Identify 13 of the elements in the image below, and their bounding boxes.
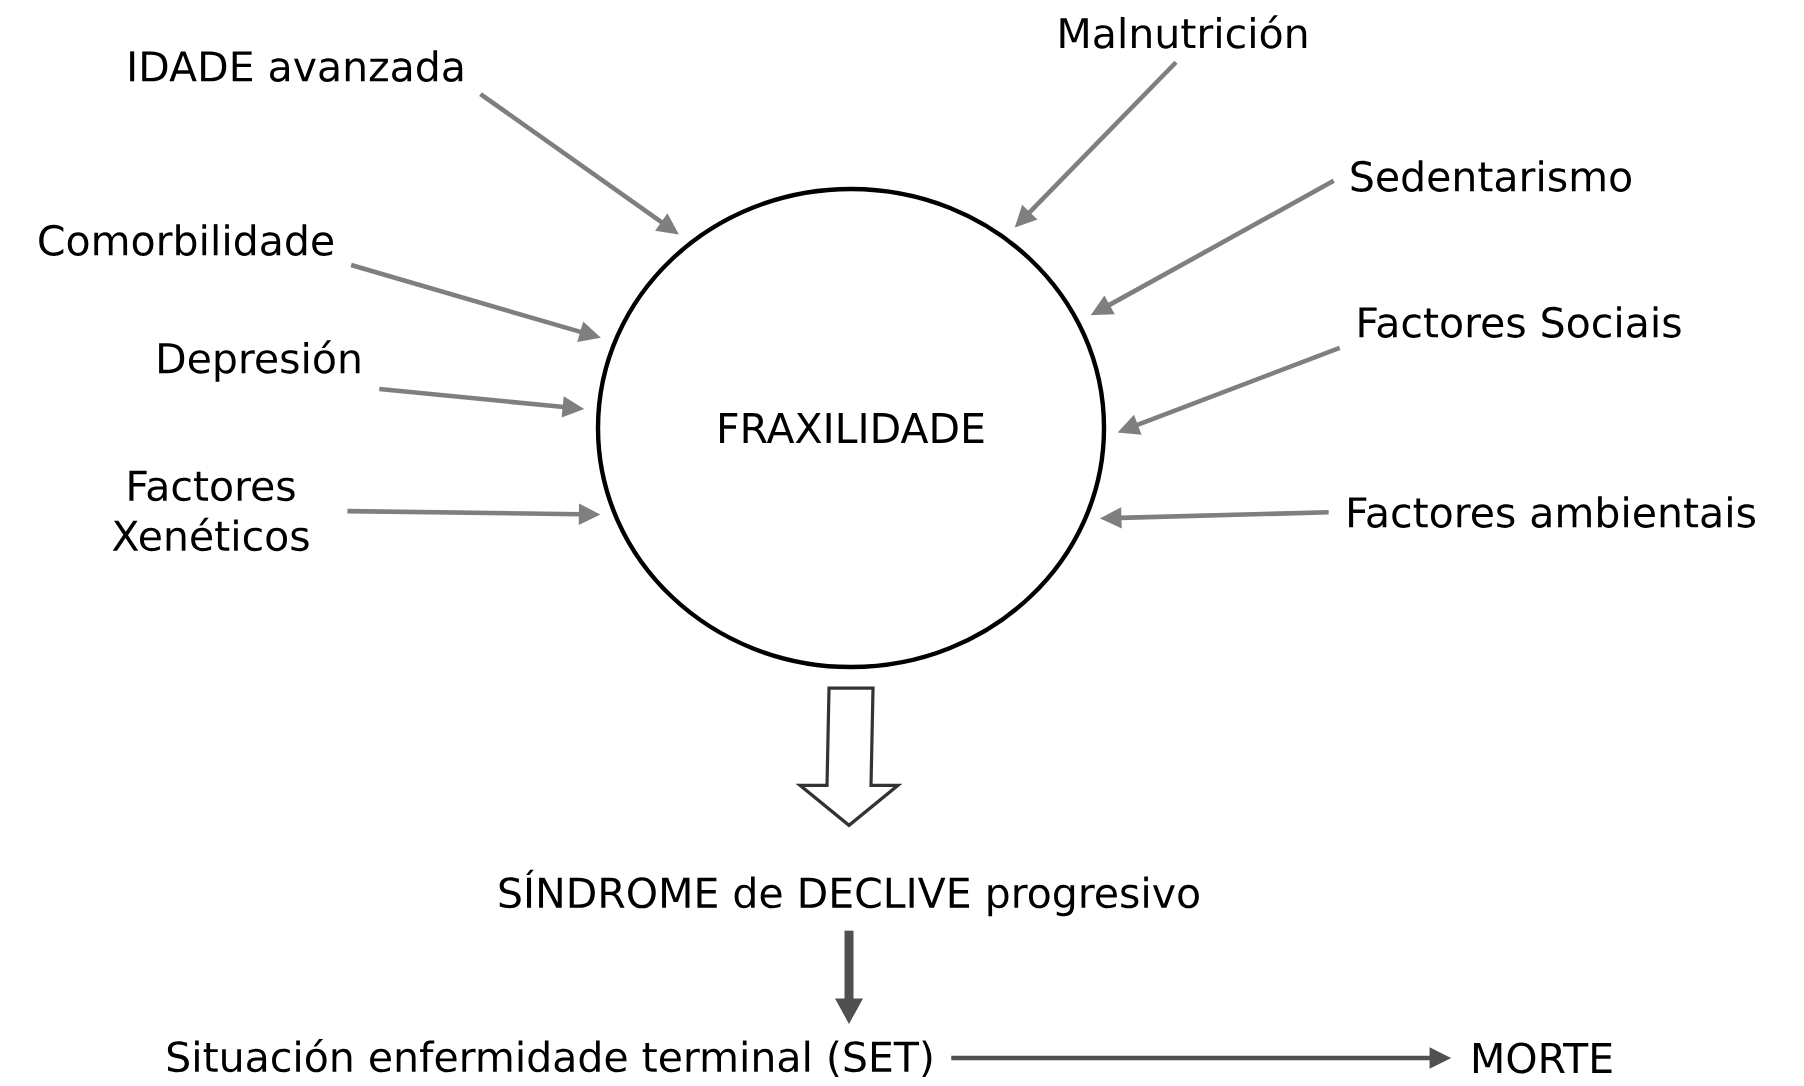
- outcome-label: Situación enfermidade terminal (SET): [167, 1038, 932, 1078]
- factor-label: Factores Sociais: [1359, 306, 1681, 338]
- factor-label: Depresión: [159, 340, 360, 382]
- circle-node: FRAXILIDADE: [595, 186, 1107, 670]
- factor-label: Factores Xenéticos: [112, 470, 309, 552]
- factor-label: IDADE avanzada: [130, 50, 463, 82]
- hollow-arrow: [795, 686, 903, 828]
- outcome-label: SÍNDROME de DECLIVE progresivo: [499, 869, 1199, 917]
- factor-label: Factores ambientais: [1349, 496, 1755, 528]
- factor-label: Sedentarismo: [1351, 160, 1631, 192]
- outcome-label: MORTE: [1474, 1042, 1612, 1074]
- factor-label: Comorbilidade: [39, 224, 333, 256]
- factor-label: Malnutrición: [1060, 15, 1307, 49]
